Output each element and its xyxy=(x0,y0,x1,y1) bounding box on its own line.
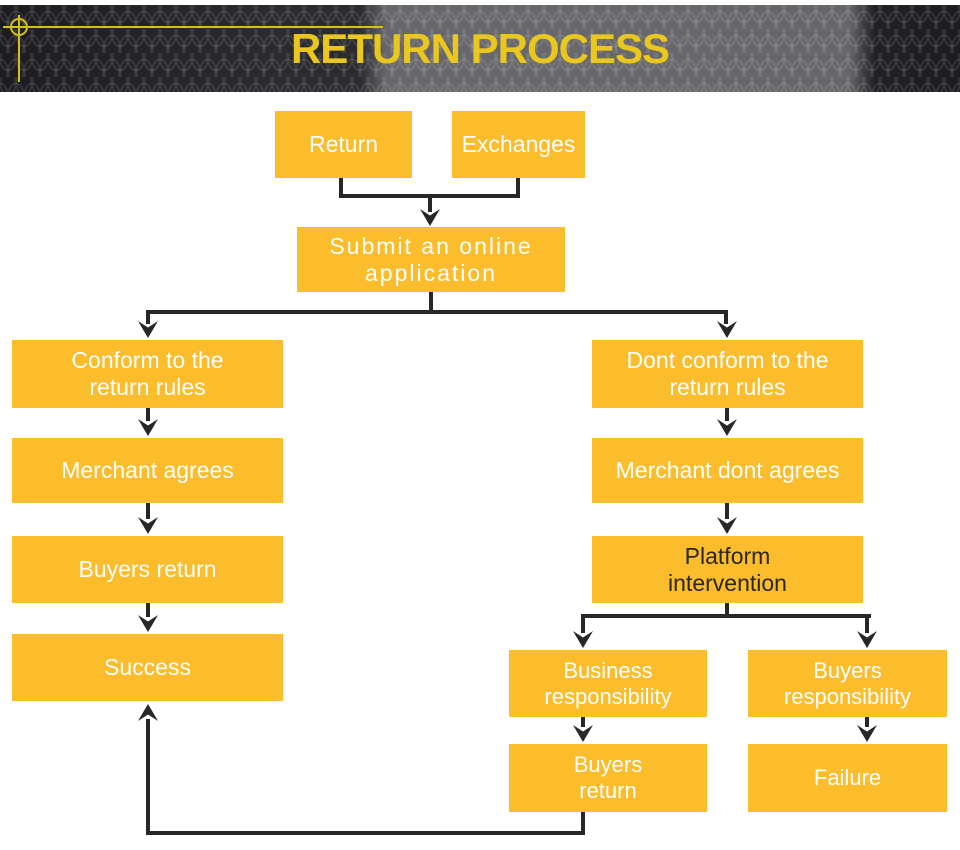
node-platform-intervention: Platform intervention xyxy=(592,536,863,603)
crosshair-icon xyxy=(3,15,383,82)
header-band: RETURN PROCESS xyxy=(0,5,960,92)
connector-line xyxy=(581,614,585,633)
node-label: Conform to the return rules xyxy=(71,347,224,400)
node-merchant-dont-agrees: Merchant dont agrees xyxy=(592,438,863,503)
node-failure: Failure xyxy=(748,744,947,812)
connector-line xyxy=(581,812,585,835)
connector-line xyxy=(581,614,871,618)
node-label: Buyers return xyxy=(78,556,217,582)
arrow-down-icon xyxy=(573,725,593,742)
node-label: Failure xyxy=(813,765,882,790)
arrow-down-icon xyxy=(717,517,737,534)
node-label: Buyers responsibility xyxy=(783,657,912,709)
connector-line xyxy=(146,310,150,324)
node-merchant-agrees: Merchant agrees xyxy=(12,438,283,503)
connector-line xyxy=(146,831,585,835)
connector-line xyxy=(724,310,728,324)
page-title-text: RETURN PROCESS xyxy=(290,24,670,72)
connector-line xyxy=(865,614,869,633)
arrow-down-icon xyxy=(857,631,877,648)
node-success: Success xyxy=(12,634,283,701)
node-buyers-responsibility: Buyers responsibility xyxy=(748,650,947,717)
arrow-down-icon xyxy=(573,631,593,648)
mesh-pattern-decoration xyxy=(0,5,960,92)
node-submit-application: Submit an online application xyxy=(297,227,565,292)
connector-line xyxy=(146,503,150,519)
connector-line xyxy=(725,408,729,421)
node-label: Submit an online application xyxy=(329,232,533,286)
node-label: Business responsibility xyxy=(544,657,672,709)
connector-line xyxy=(581,717,585,727)
node-buyers-return: Buyers return xyxy=(12,536,283,603)
node-label: Merchant dont agrees xyxy=(615,457,840,483)
connector-line xyxy=(146,603,150,617)
connector-line xyxy=(516,178,520,198)
node-label: Exchanges xyxy=(461,131,576,157)
node-exchanges: Exchanges xyxy=(452,111,585,178)
connector-line xyxy=(865,717,869,727)
arrow-down-icon xyxy=(138,517,158,534)
node-buyers-return-2: Buyers return xyxy=(509,744,707,812)
node-label: Buyers return xyxy=(573,752,643,803)
connector-line xyxy=(428,196,432,212)
node-label: Dont conform to the return rules xyxy=(626,347,829,400)
node-business-responsibility: Business responsibility xyxy=(509,650,707,717)
arrow-down-icon xyxy=(138,419,158,436)
node-label: Platform intervention xyxy=(668,542,787,596)
node-label: Success xyxy=(104,654,191,680)
page-title: RETURN PROCESS xyxy=(0,5,960,92)
connector-line xyxy=(429,292,433,314)
connector-line xyxy=(725,503,729,519)
connector-line xyxy=(146,310,728,314)
connector-line xyxy=(146,719,150,833)
node-label: Merchant agrees xyxy=(61,457,234,483)
node-conform-rules: Conform to the return rules xyxy=(12,340,283,408)
connector-line xyxy=(725,603,729,618)
arrow-down-icon xyxy=(717,419,737,436)
arrow-down-icon xyxy=(138,615,158,632)
arrow-down-icon xyxy=(857,725,877,742)
node-return: Return xyxy=(275,111,412,178)
connector-line xyxy=(339,178,343,198)
node-dont-conform-rules: Dont conform to the return rules xyxy=(592,340,863,408)
node-label: Return xyxy=(308,131,379,157)
connector-line xyxy=(146,408,150,421)
